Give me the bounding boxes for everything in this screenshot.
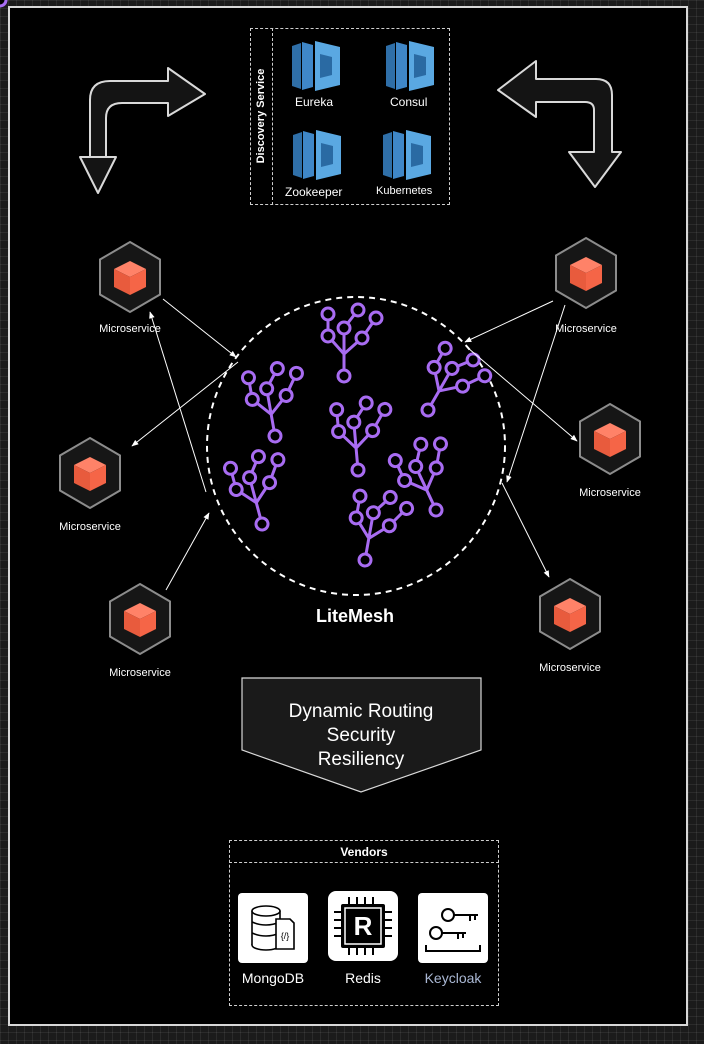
microservice-icon <box>539 578 601 650</box>
discovery-arrow-right <box>497 60 622 188</box>
microservice-label: Microservice <box>99 323 161 335</box>
mesh-network-icon <box>0 0 499 575</box>
feature-security: Security <box>326 725 396 746</box>
mongodb-icon: {/} <box>238 893 308 963</box>
microservice-icon <box>555 237 617 309</box>
microservice-label: Microservice <box>579 487 641 499</box>
vendors-divider <box>229 862 499 863</box>
discovery-arrow-left <box>79 67 206 194</box>
litemesh-label: LiteMesh <box>315 606 395 626</box>
microservice-icon <box>579 403 641 475</box>
keycloak-icon <box>418 893 488 963</box>
discovery-divider <box>272 28 273 205</box>
kubernetes-label: Kubernetes <box>376 185 433 197</box>
mongodb-label: MongoDB <box>241 970 305 986</box>
microservice-label: Microservice <box>109 667 171 679</box>
microservice-label: Microservice <box>539 662 601 674</box>
features-box <box>241 677 482 793</box>
microservice-label: Microservice <box>555 323 617 335</box>
feature-resiliency: Resiliency <box>317 749 405 770</box>
discovery-service-box <box>250 28 450 205</box>
svg-text:R: R <box>354 911 373 941</box>
microservice-icon <box>109 583 171 655</box>
redis-icon: R <box>328 891 398 961</box>
feature-dynamic-routing: Dynamic Routing <box>288 701 434 722</box>
svg-text:{/}: {/} <box>281 931 290 941</box>
connection-arrows <box>131 298 578 591</box>
zookeeper-label: Zookeeper <box>285 185 343 199</box>
microservice-icon <box>99 241 161 313</box>
keycloak-label: Keycloak <box>424 970 482 986</box>
vendors-title: Vendors <box>340 845 388 859</box>
redis-label: Redis <box>345 970 381 986</box>
discovery-service-title: Discovery Service <box>255 68 267 164</box>
consul-label: Consul <box>390 95 428 109</box>
eureka-label: Eureka <box>295 95 334 109</box>
features-text: Dynamic Routing Security Resiliency <box>242 700 480 772</box>
vendors-box <box>229 840 499 1006</box>
microservice-label: Microservice <box>59 521 121 533</box>
microservice-icon <box>59 437 121 509</box>
